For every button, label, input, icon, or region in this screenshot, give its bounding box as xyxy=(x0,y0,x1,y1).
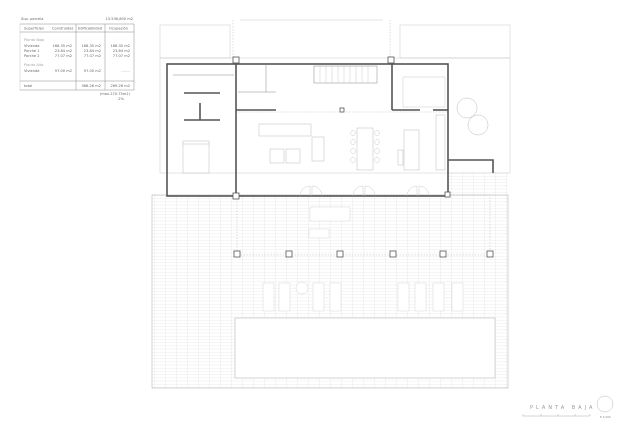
row-occupied: 77.07 m2 xyxy=(113,54,130,58)
row-name: Vivienda xyxy=(24,44,39,48)
drawing-title: PLANTA BAJA xyxy=(530,405,595,411)
header-construidas: Construidas xyxy=(52,27,74,31)
kitchen-tiles xyxy=(402,76,446,108)
header-ocupacion: Ocupación xyxy=(109,27,128,31)
tree-icon xyxy=(456,97,478,119)
pergola xyxy=(233,194,494,258)
bed xyxy=(182,142,210,174)
doors xyxy=(299,185,430,197)
kitchen-counter xyxy=(435,114,446,171)
coffee-table xyxy=(269,148,285,164)
armchair xyxy=(311,136,325,162)
row-built: 23.84 m2 xyxy=(55,49,72,53)
outdoor-table xyxy=(308,228,330,239)
row-occupied: 168.35 m2 xyxy=(110,44,130,48)
plot-label: Sup. parcela xyxy=(21,17,43,21)
plot-value: 13.536,800 m2 xyxy=(105,17,133,21)
table-row: Vivienda 168.35 m2 168.35 m2 168.35 m2 xyxy=(24,44,130,48)
area-table: Sup. parcela 13.536,800 m2 Superficies C… xyxy=(19,17,135,101)
house-walls xyxy=(166,63,494,197)
row-built: 97.00 m2 xyxy=(55,69,72,73)
tree-icon xyxy=(467,114,489,136)
scale-bar xyxy=(522,414,591,417)
stairs xyxy=(313,65,378,84)
dining-table xyxy=(356,127,374,171)
total-buildable: 366.26 m2 xyxy=(81,84,101,88)
total-occupied: 269.26 m2 xyxy=(110,84,130,88)
table-row: Vivienda 97.00 m2 97.00 m2 ------- xyxy=(24,69,131,73)
furniture xyxy=(182,114,446,174)
row-buildable: 23.84 m2 xyxy=(84,49,101,53)
trees xyxy=(456,97,489,136)
north-arrow-icon xyxy=(596,395,614,413)
upper-floor-label: Planta Alta xyxy=(24,63,43,67)
side-deck xyxy=(448,172,508,195)
title-block: PLANTA BAJA E 1/100 xyxy=(522,395,614,419)
table-row: Porche 2 77.07 m2 77.07 m2 77.07 m2 xyxy=(24,54,130,58)
row-built: 77.07 m2 xyxy=(55,54,72,58)
row-buildable: 77.07 m2 xyxy=(84,54,101,58)
row-buildable: 168.35 m2 xyxy=(81,44,101,48)
upper-terrace xyxy=(159,19,511,174)
max-note: (max.270.75m2) xyxy=(100,92,131,96)
columns xyxy=(232,56,451,200)
percent: 2% xyxy=(118,97,124,101)
row-occupied: ------- xyxy=(121,69,131,73)
header-superficies: Superficies xyxy=(24,27,44,31)
row-name: Porche 1 xyxy=(24,49,40,53)
total-label: total xyxy=(24,84,32,88)
drawing-scale: E 1/100 xyxy=(600,415,611,419)
row-occupied: 23.84 m2 xyxy=(113,49,130,53)
dining-chairs xyxy=(350,130,380,163)
row-buildable: 97.00 m2 xyxy=(84,69,101,73)
sun-loungers xyxy=(262,281,464,312)
sofa xyxy=(258,123,312,137)
header-edificabilidad: Edificabilidad xyxy=(78,27,102,31)
row-name: Porche 2 xyxy=(24,54,40,58)
kitchen-island xyxy=(403,129,420,171)
row-built: 168.35 m2 xyxy=(52,44,72,48)
pool xyxy=(234,317,496,379)
outdoor-sofa xyxy=(309,206,351,222)
ground-floor-label: Planta Baja xyxy=(24,38,44,42)
table-row: Porche 1 23.84 m2 23.84 m2 23.84 m2 xyxy=(24,49,130,53)
row-name: Vivienda xyxy=(24,69,39,73)
